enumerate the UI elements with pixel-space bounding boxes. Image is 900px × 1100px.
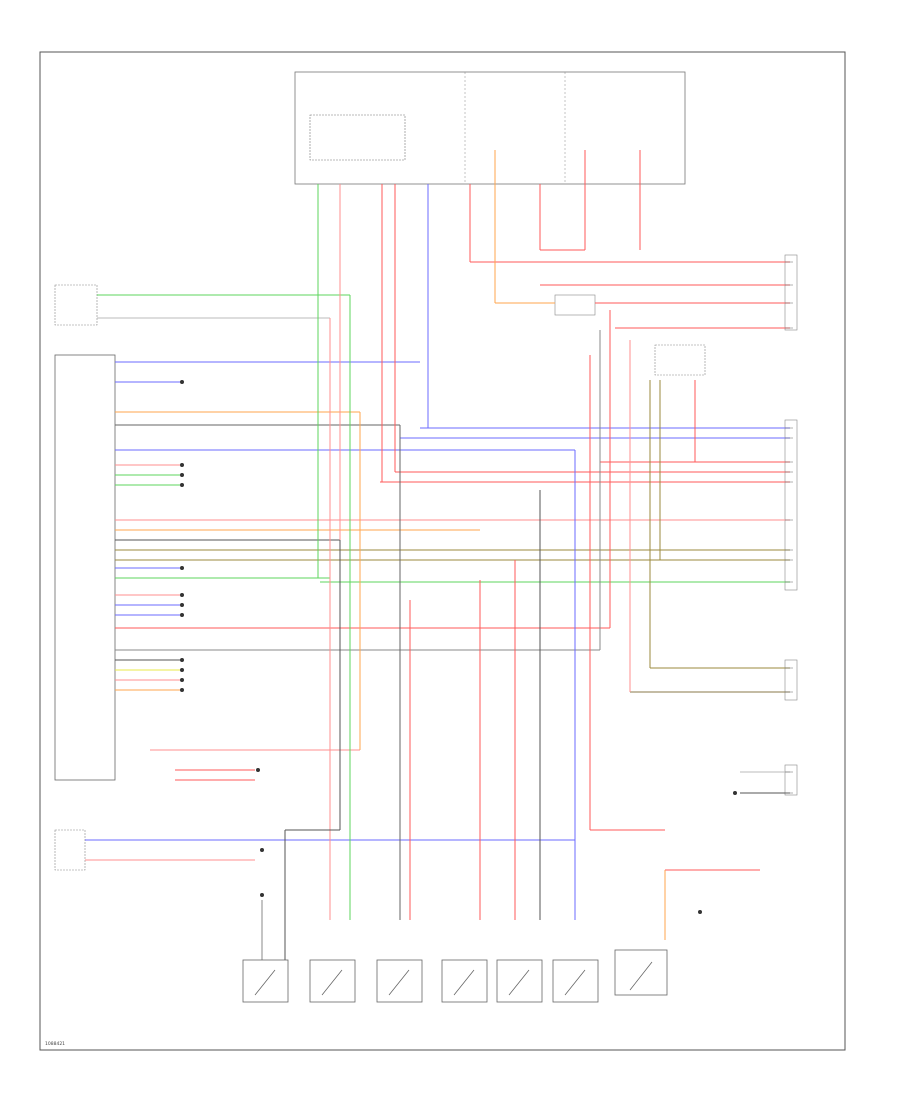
switch-icon [242, 959, 289, 1003]
right-relay [654, 344, 706, 376]
footer-code: 1088421 [45, 1041, 65, 1047]
lower-left-module [54, 829, 86, 871]
switch-icon [614, 949, 668, 996]
connector-dot-icon [180, 380, 737, 914]
right-wires [320, 261, 790, 871]
control-module [54, 354, 116, 781]
left-switch-box [54, 284, 98, 326]
relay-box [309, 114, 406, 161]
vertical-wires [261, 150, 696, 960]
switch-row [242, 949, 668, 1003]
switch-icon [441, 959, 488, 1003]
switch-icon [496, 959, 543, 1003]
switch-icon [309, 959, 356, 1003]
terminal-ticks [785, 261, 793, 794]
right-connector-4 [784, 764, 798, 796]
right-connector-1 [784, 254, 798, 331]
right-connector-2 [784, 419, 798, 591]
center-relay [554, 294, 596, 316]
switch-icon [376, 959, 423, 1003]
fuse-box [294, 71, 686, 185]
switch-icon [552, 959, 599, 1003]
diagram-frame [39, 51, 846, 1051]
right-connector-3 [784, 659, 798, 701]
horizontal-wires [85, 294, 790, 861]
